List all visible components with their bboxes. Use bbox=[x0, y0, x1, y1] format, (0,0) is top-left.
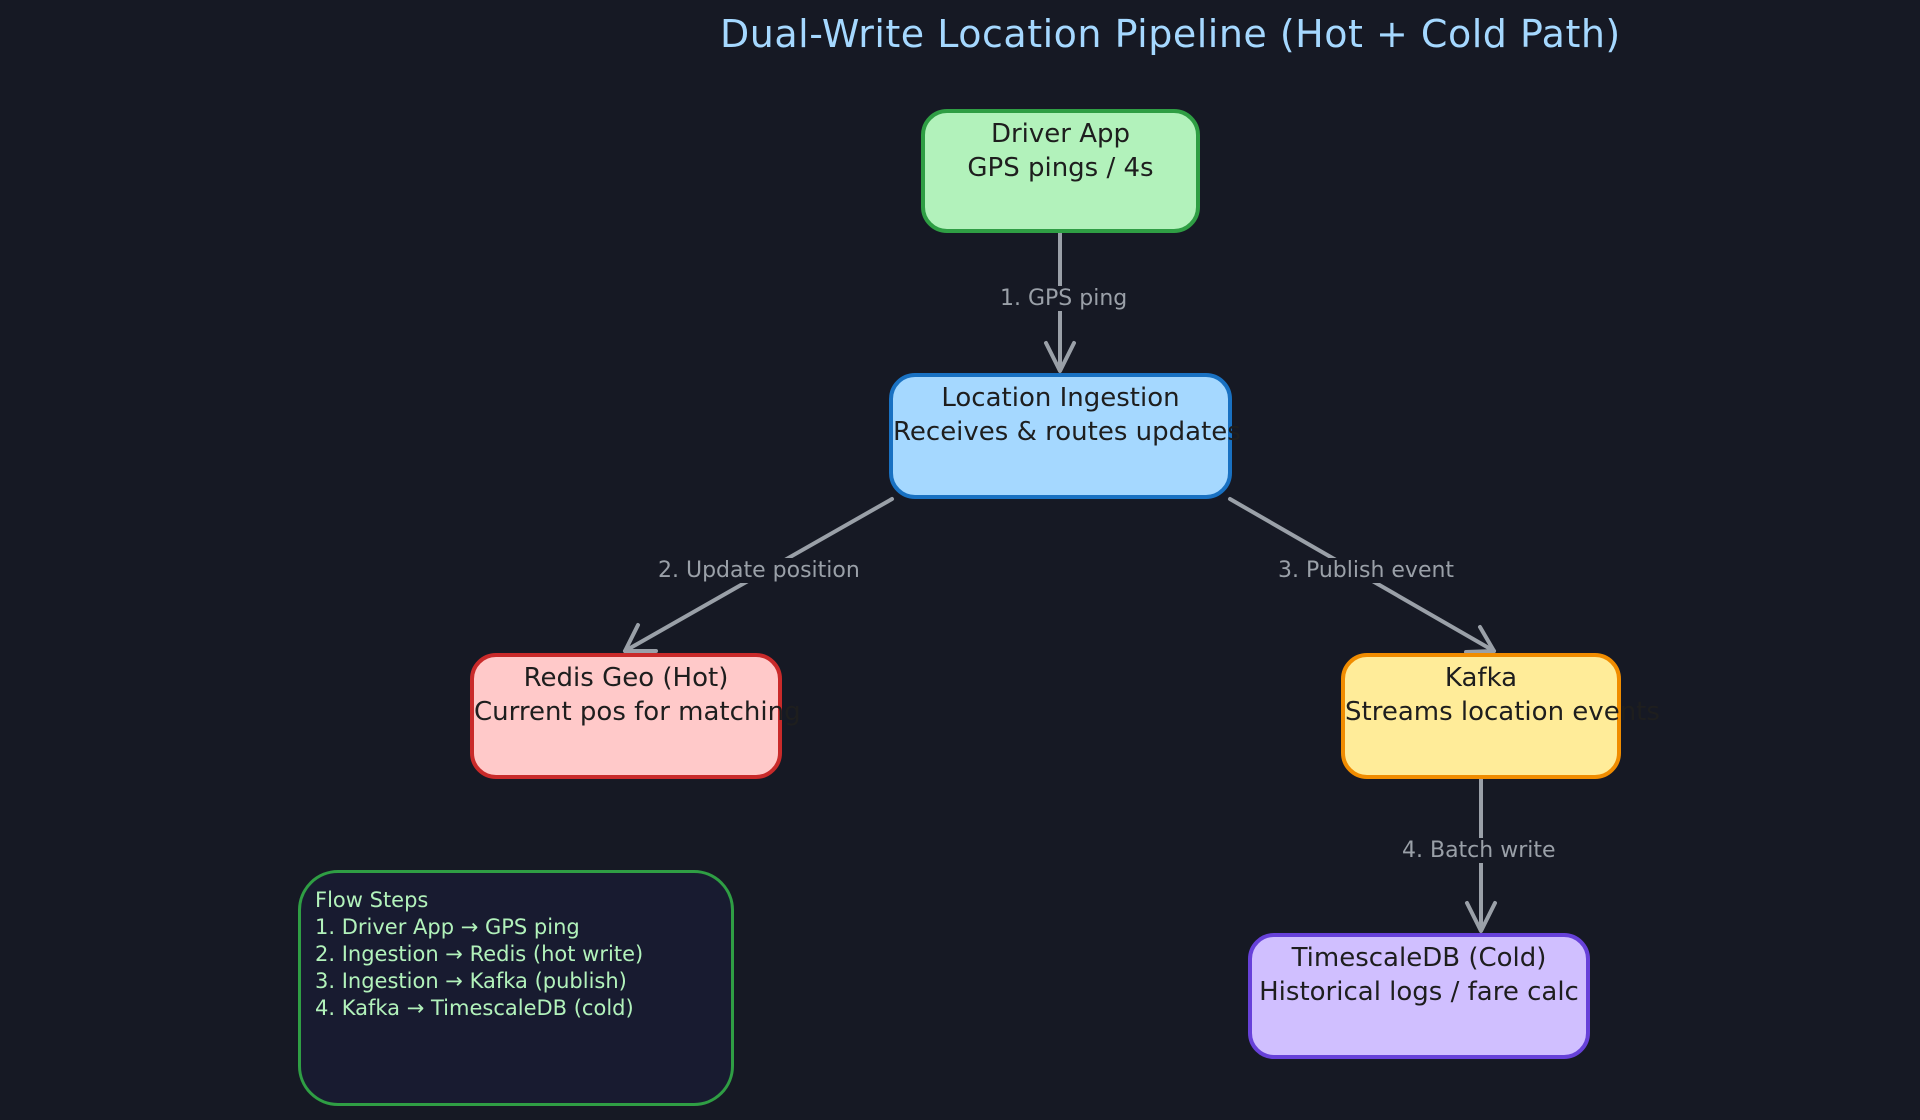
edge-label-gps-ping: 1. GPS ping bbox=[996, 286, 1132, 311]
node-driver-app-subtitle: GPS pings / 4s bbox=[967, 153, 1154, 183]
edge-kafka-to-timescaledb-arrowhead bbox=[1465, 901, 1497, 933]
edge-label-batch-write: 4. Batch write bbox=[1398, 838, 1560, 863]
flow-step-4: 4. Kafka → TimescaleDB (cold) bbox=[315, 996, 634, 1020]
diagram-title: Dual-Write Location Pipeline (Hot + Cold… bbox=[720, 12, 1621, 56]
node-redis-geo-title: Redis Geo (Hot) bbox=[523, 663, 729, 693]
flow-step-1: 1. Driver App → GPS ping bbox=[315, 915, 580, 939]
node-kafka[interactable]: Kafka Streams location events bbox=[1341, 653, 1660, 779]
node-timescaledb[interactable]: TimescaleDB (Cold) Historical logs / far… bbox=[1248, 933, 1590, 1059]
flow-step-2: 2. Ingestion → Redis (hot write) bbox=[315, 942, 644, 966]
node-driver-app[interactable]: Driver App GPS pings / 4s bbox=[921, 109, 1200, 233]
edge-driver-to-ingestion-arrowhead bbox=[1044, 341, 1076, 373]
node-redis-geo[interactable]: Redis Geo (Hot) Current pos for matching bbox=[470, 653, 801, 779]
node-redis-geo-subtitle: Current pos for matching bbox=[474, 697, 801, 727]
edge-ingestion-to-kafka-arrowhead bbox=[1464, 625, 1496, 654]
node-driver-app-title: Driver App bbox=[990, 119, 1131, 149]
edge-ingestion-to-redis-arrowhead bbox=[623, 623, 658, 653]
node-timescaledb-subtitle: Historical logs / fare calc bbox=[1259, 977, 1579, 1007]
node-location-ingestion-subtitle: Receives & routes updates bbox=[893, 417, 1241, 447]
edge-label-publish-event: 3. Publish event bbox=[1274, 558, 1459, 583]
node-kafka-subtitle: Streams location events bbox=[1345, 697, 1660, 727]
node-location-ingestion-title: Location Ingestion bbox=[941, 383, 1180, 413]
node-timescaledb-title: TimescaleDB (Cold) bbox=[1291, 943, 1547, 973]
edge-label-update-position: 2. Update position bbox=[654, 558, 864, 583]
flow-step-3: 3. Ingestion → Kafka (publish) bbox=[315, 969, 627, 993]
node-location-ingestion[interactable]: Location Ingestion Receives & routes upd… bbox=[889, 373, 1241, 499]
flow-steps-heading: Flow Steps bbox=[315, 888, 429, 912]
node-kafka-title: Kafka bbox=[1444, 663, 1518, 693]
flow-steps-note[interactable]: Flow Steps 1. Driver App → GPS ping 2. I… bbox=[298, 870, 734, 1106]
